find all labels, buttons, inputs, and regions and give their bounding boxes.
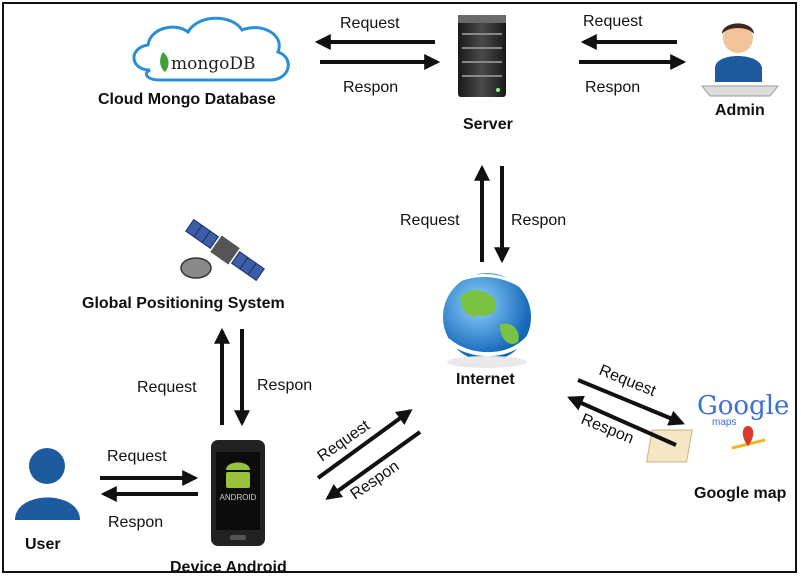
mongo-logo-text: mongoDB	[171, 54, 256, 74]
request-label: Request	[107, 448, 167, 465]
admin-node: Admin	[700, 23, 780, 119]
google-maps-node: Google maps Google map	[645, 391, 789, 502]
android-screen-text: ANDROID	[220, 493, 257, 502]
internet-node: Internet	[443, 273, 537, 388]
request-arrow	[316, 409, 413, 480]
edge-gps-device: Request Respon	[137, 327, 312, 427]
gps-title: Global Positioning System	[82, 295, 285, 312]
request-arrow	[577, 378, 685, 426]
google-logo-text: Google	[697, 391, 789, 421]
request-label: Request	[137, 379, 197, 396]
edge-mongo-server: Request Respon	[314, 15, 441, 96]
cloud-icon	[132, 16, 290, 82]
map-pin-icon	[645, 426, 766, 463]
internet-title: Internet	[456, 371, 515, 388]
google-map-title: Google map	[694, 485, 787, 502]
response-label: Respon	[108, 514, 163, 531]
request-label: Request	[400, 212, 460, 229]
server-icon	[458, 15, 506, 97]
response-label: Respon	[257, 377, 312, 394]
request-label: Request	[340, 15, 400, 32]
edge-user-device: Request Respon	[100, 448, 199, 531]
admin-person-icon	[700, 23, 780, 97]
user-node: User	[15, 448, 80, 553]
edge-server-admin: Request Respon	[579, 13, 687, 96]
response-label: Respon	[511, 212, 566, 229]
admin-title: Admin	[715, 102, 765, 119]
edge-device-internet: Request Respon	[315, 409, 422, 503]
response-arrow	[325, 430, 422, 500]
cloud-mongo-database-node: mongoDB Cloud Mongo Database	[98, 16, 290, 108]
edge-server-internet: Request Respon	[400, 164, 566, 264]
response-arrow	[567, 395, 677, 447]
server-title: Server	[463, 116, 513, 133]
google-maps-subtext: maps	[712, 417, 736, 428]
user-title: User	[25, 536, 61, 553]
request-label: Request	[583, 13, 643, 30]
response-label: Respon	[585, 79, 640, 96]
response-label: Respon	[343, 79, 398, 96]
globe-icon	[443, 273, 537, 368]
mongo-leaf-icon	[160, 52, 169, 72]
device-android-node: ANDROID Device Android	[170, 440, 287, 576]
server-node: Server	[458, 15, 513, 133]
user-person-icon	[15, 448, 80, 520]
gps-node: Global Positioning System	[82, 218, 285, 312]
request-label: Request	[597, 362, 659, 400]
android-phone-icon: ANDROID	[211, 440, 265, 546]
device-title: Device Android	[170, 559, 287, 576]
satellite-icon	[180, 218, 265, 282]
mongo-title: Cloud Mongo Database	[98, 91, 276, 108]
